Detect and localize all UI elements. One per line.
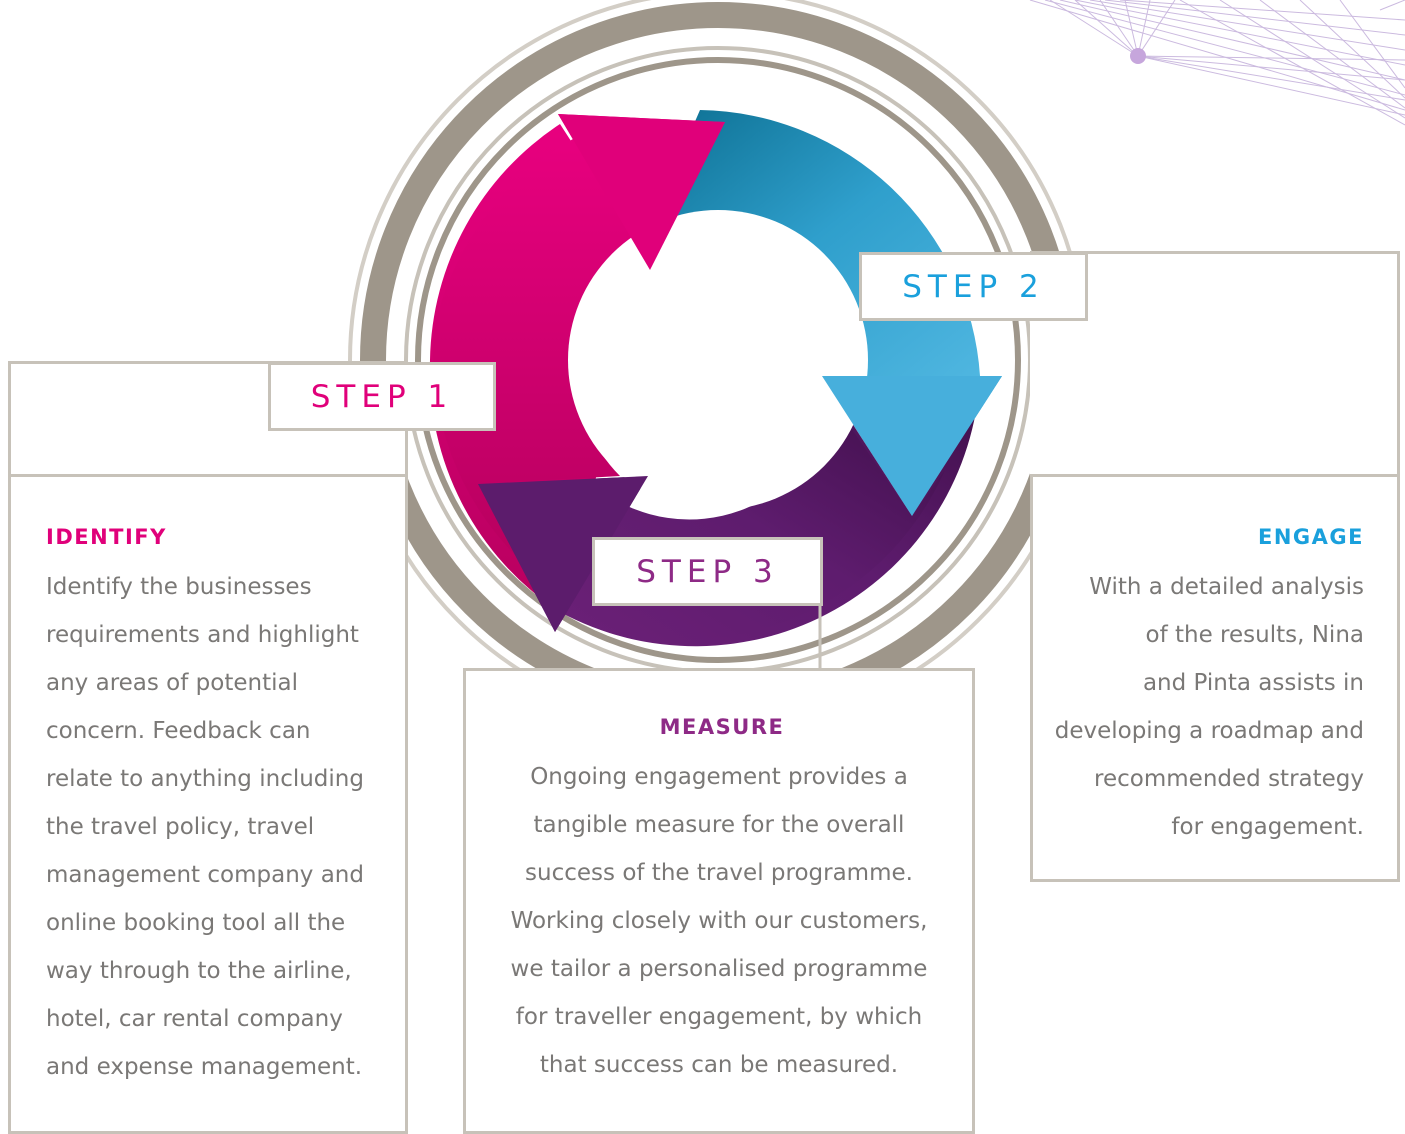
step2-title: ENGAGE <box>1258 525 1364 549</box>
step2-description: With a detailed analysis of the results,… <box>1054 574 1364 840</box>
decorative-lines <box>1029 0 1405 126</box>
decorative-node <box>1130 48 1146 64</box>
step3-description: Ongoing engagement provides a tangible m… <box>510 764 928 1078</box>
step3-content-panel: MEASURE Ongoing engagement provides a ta… <box>463 668 975 1134</box>
step3-title: MEASURE <box>659 715 785 739</box>
step2-content-panel: ENGAGE With a detailed analysis of the r… <box>1030 474 1400 882</box>
step1-tag: STEP 1 <box>268 362 496 431</box>
step3-tag: STEP 3 <box>592 537 823 606</box>
step2-header-panel <box>1030 251 1400 477</box>
step2-tag: STEP 2 <box>859 252 1088 321</box>
step1-content-panel: IDENTIFY Identify the businesses require… <box>8 474 408 1134</box>
step1-title: IDENTIFY <box>46 525 167 549</box>
step1-description: Identify the businesses requirements and… <box>46 574 364 1080</box>
